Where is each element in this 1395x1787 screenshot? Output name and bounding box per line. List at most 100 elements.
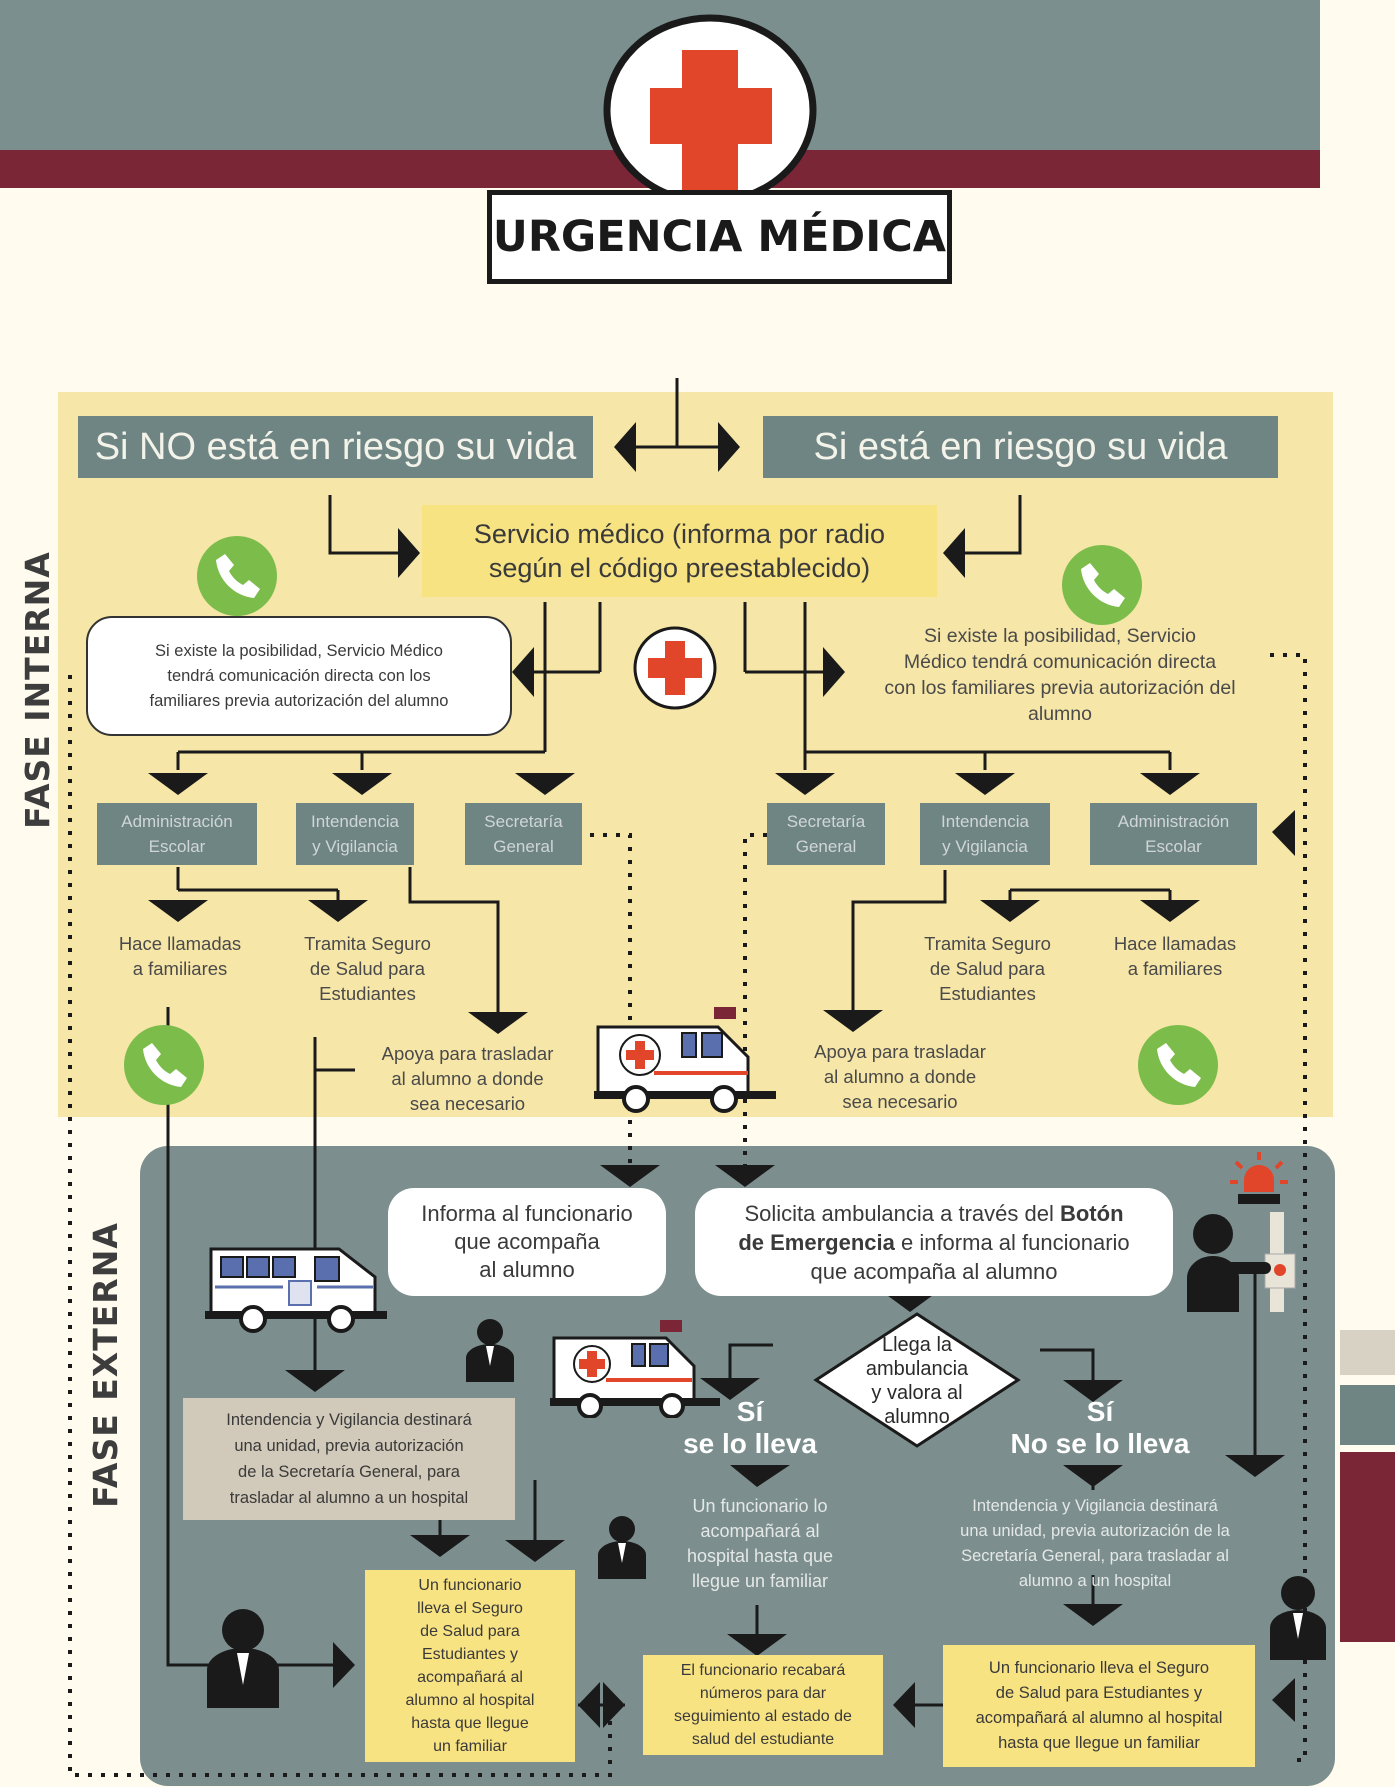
side-decoration — [1340, 1385, 1395, 1445]
dept-admin-escolar-left: Administración Escolar — [97, 803, 257, 865]
text-line: de Salud para — [309, 957, 426, 979]
red-cross-icon — [600, 10, 820, 200]
dept-label: Secretaría — [786, 812, 866, 831]
text-line: Llega la — [881, 1334, 953, 1356]
text-line: Un funcionario lo — [692, 1496, 828, 1516]
text-line: alumno al hospital — [405, 1692, 535, 1709]
text-line: un familiar — [433, 1738, 507, 1755]
at-risk-header: Si está en riesgo su vida — [763, 416, 1278, 478]
text-line: una unidad, previa autorización — [234, 1437, 464, 1455]
left-transfer-text: Apoya para trasladar al alumno a donde s… — [360, 1038, 575, 1118]
text-line: El funcionario recabará — [680, 1662, 846, 1679]
not-at-risk-header: Si NO está en riesgo su vida — [78, 416, 593, 478]
text-line: Intendencia y Vigilancia destinará — [226, 1411, 472, 1429]
left-final-box: Un funcionario lleva el Seguro de Salud … — [365, 1570, 575, 1762]
text-line: hospital hasta que — [686, 1546, 834, 1566]
phone-icon — [197, 536, 277, 616]
text-line: al alumno a donde — [823, 1065, 977, 1087]
text-line: acompañará al — [700, 1521, 820, 1541]
text-line: alumno a un hospital — [1018, 1572, 1172, 1590]
dept-label: General — [795, 837, 857, 856]
page-title: URGENCIA MÉDICA — [487, 190, 952, 284]
contact-line: Médico tendrá comunicación directa — [903, 651, 1217, 673]
decision-text: Llega la ambulancia y valora al alumno — [842, 1334, 992, 1428]
text-line: trasladar al alumno a un hospital — [229, 1489, 469, 1507]
dept-label: Administración — [1117, 812, 1230, 831]
right-insurance-text: Tramita Seguro de Salud para Estudiantes — [900, 928, 1075, 1008]
yes-taken-label: Sí se lo lleva — [660, 1395, 840, 1461]
text-line: al alumno a donde — [391, 1067, 544, 1089]
official-person-icon — [205, 1608, 281, 1708]
dept-label: y Vigilancia — [942, 837, 1028, 856]
text-line: alumno — [884, 1406, 950, 1428]
ambulance-icon — [594, 1005, 776, 1113]
university-van-icon — [205, 1245, 387, 1333]
dept-label: Intendencia — [311, 812, 399, 831]
official-accompany-text: Un funcionario lo acompañará al hospital… — [660, 1490, 860, 1598]
text-line: sea necesario — [842, 1090, 958, 1112]
text-line: Tramita Seguro — [924, 932, 1051, 954]
text-line: que acompaña al alumno — [810, 1258, 1058, 1284]
contact-line: alumno — [1028, 703, 1092, 725]
official-person-icon — [596, 1515, 648, 1579]
text-line: lleva el Seguro — [417, 1600, 523, 1617]
left-family-contact-box: Si existe la posibilidad, Servicio Médic… — [86, 616, 512, 736]
person-pressing-button-icon — [1185, 1212, 1310, 1312]
text-line: acompañará al alumno al hospital — [975, 1709, 1223, 1727]
right-final-box: Un funcionario lleva el Seguro de Salud … — [943, 1645, 1255, 1767]
medical-service-line: Servicio médico (informa por radio — [473, 519, 886, 549]
official-person-icon — [1268, 1575, 1328, 1660]
text-span: Solicita ambulancia a través del — [744, 1200, 1060, 1226]
dept-label: Intendencia — [941, 812, 1029, 831]
text-line: Apoya para trasladar — [381, 1042, 554, 1064]
text-line: Hace llamadas — [118, 933, 242, 954]
text-line: al alumno — [479, 1257, 575, 1282]
text-line: seguimiento al estado de — [674, 1708, 852, 1725]
text-line: No se lo lleva — [1010, 1428, 1190, 1459]
left-calls-text: Hace llamadas a familiares — [95, 928, 265, 984]
text-line: Tramita Seguro — [304, 932, 431, 954]
text-line: Sí — [736, 1396, 764, 1427]
text-line: hasta que llegue un familiar — [998, 1734, 1200, 1752]
text-line: Un funcionario lleva el Seguro — [988, 1659, 1210, 1677]
official-person-icon — [464, 1318, 516, 1382]
right-transfer-text: Apoya para trasladar al alumno a donde s… — [795, 1036, 1005, 1116]
text-line: números para dar — [699, 1685, 827, 1702]
text-line: Sí — [1086, 1396, 1114, 1427]
dept-intendencia-left: Intendencia y Vigilancia — [296, 803, 414, 865]
text-line: acompañará al — [417, 1669, 523, 1686]
emergency-button-label: de Emergencia — [738, 1229, 895, 1255]
red-cross-icon — [632, 625, 718, 711]
text-line: a familiares — [132, 958, 228, 979]
dept-label: Secretaría — [484, 812, 563, 831]
text-line: Estudiantes — [939, 982, 1036, 1004]
phone-icon — [1138, 1025, 1218, 1105]
dept-label: Escolar — [148, 837, 206, 856]
phone-icon — [124, 1025, 204, 1105]
text-line: Secretaría General, para trasladar al — [961, 1547, 1229, 1565]
text-line: se lo lleva — [683, 1428, 817, 1459]
dept-intendencia-right: Intendencia y Vigilancia — [920, 803, 1050, 865]
dept-label: Escolar — [1145, 837, 1202, 856]
text-line: ambulancia — [865, 1358, 969, 1380]
text-line: salud del estudiante — [691, 1731, 835, 1748]
contact-line: tendrá comunicación directa con los — [167, 666, 431, 685]
text-line: de Salud para — [420, 1623, 520, 1640]
request-ambulance-box: Solicita ambulancia a través del Botón d… — [695, 1188, 1173, 1296]
right-calls-text: Hace llamadas a familiares — [1090, 928, 1260, 984]
emergency-button-label: Botón — [1059, 1200, 1124, 1226]
text-line: de la Secretaría General, para — [238, 1463, 460, 1481]
text-line: Solicita ambulancia a través del Botón — [744, 1199, 1123, 1228]
text-line: y valora al — [871, 1382, 963, 1404]
text-line: Hace llamadas — [1113, 933, 1237, 954]
medical-service-line: según el código preestablecido) — [488, 553, 871, 583]
side-decoration — [1340, 1452, 1395, 1642]
contact-line: Si existe la posibilidad, Servicio Médic… — [155, 641, 443, 660]
right-unit-text: Intendencia y Vigilancia destinará una u… — [920, 1490, 1270, 1598]
text-line: llegue un familiar — [691, 1571, 829, 1591]
text-line: de Salud para Estudiantes y — [995, 1684, 1203, 1702]
dept-label: y Vigilancia — [312, 837, 398, 856]
yes-not-taken-label: Sí No se lo lleva — [990, 1395, 1210, 1461]
text-line: Un funcionario — [418, 1577, 522, 1594]
